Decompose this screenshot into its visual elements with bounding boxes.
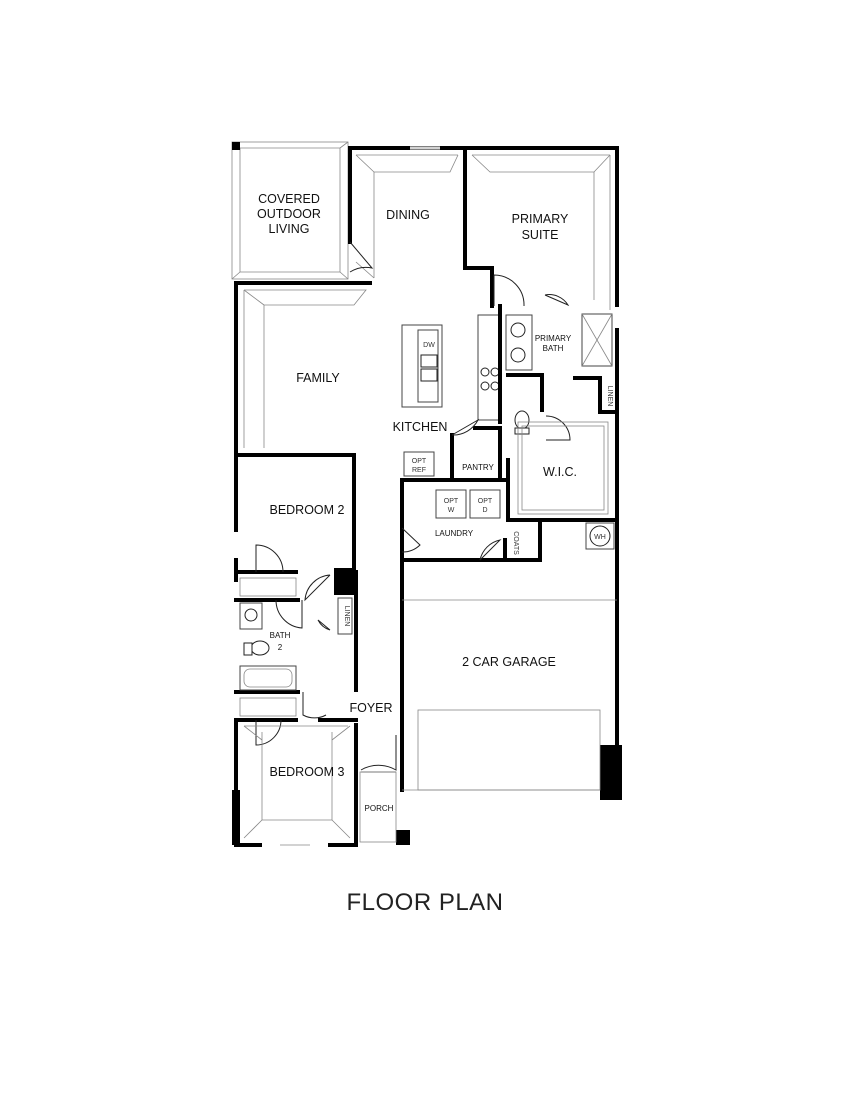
covered-outdoor-living-label-3: LIVING <box>269 222 310 236</box>
primary-suite: PRIMARY SUITE <box>471 154 611 310</box>
primary-bath-label-2: BATH <box>543 344 564 353</box>
bedroom-2-label: BEDROOM 2 <box>269 503 344 517</box>
primary-suite-label-1: PRIMARY <box>512 212 569 226</box>
bedroom-3-label: BEDROOM 3 <box>269 765 344 779</box>
bath-2-label-1: BATH <box>270 631 291 640</box>
wic-label: W.I.C. <box>543 465 577 479</box>
coats-label: COATS <box>512 531 519 555</box>
opt-ref-label-1: OPT <box>412 458 427 465</box>
water-heater: WH <box>585 522 615 550</box>
kitchen-label: KITCHEN <box>393 420 448 434</box>
garage-label: 2 CAR GARAGE <box>462 655 556 669</box>
dining-label: DINING <box>386 208 430 222</box>
dining-room: DINING <box>349 146 459 279</box>
opt-d-label-1: OPT <box>478 498 493 505</box>
laundry-label: LAUNDRY <box>435 529 474 538</box>
bedroom-3: BEDROOM 3 <box>234 697 358 847</box>
primary-suite-label-2: SUITE <box>522 228 559 242</box>
foyer-label: FOYER <box>349 701 392 715</box>
covered-outdoor-living-label-2: OUTDOOR <box>257 207 321 221</box>
linen-hall-label: LINEN <box>343 606 350 627</box>
bath-2-label-2: 2 <box>278 643 283 652</box>
garage: 2 CAR GARAGE <box>402 599 617 791</box>
covered-outdoor-living-area: COVERED OUTDOOR LIVING <box>231 141 349 280</box>
pantry-label: PANTRY <box>462 463 494 472</box>
porch-label: PORCH <box>365 804 394 813</box>
pantry-area: OPT REF PANTRY <box>403 418 502 480</box>
laundry-room: OPT W OPT D LAUNDRY COATS <box>401 489 519 561</box>
linen-primary-label: LINEN <box>606 386 613 407</box>
kitchen: DW KITCHEN <box>393 304 502 434</box>
bath-2: BATH 2 LINEN <box>234 574 353 719</box>
primary-bath-label-1: PRIMARY <box>535 334 572 343</box>
opt-ref-label-2: REF <box>412 467 426 474</box>
opt-w-label-2: W <box>448 507 455 514</box>
family-room: FAMILY <box>243 289 367 448</box>
opt-d-label-2: D <box>482 507 487 514</box>
bedroom-2: BEDROOM 2 <box>234 503 345 597</box>
walk-in-closet: W.I.C. <box>517 421 609 515</box>
floor-plan-title: FLOOR PLAN <box>346 889 503 916</box>
opt-w-label-1: OPT <box>444 498 459 505</box>
family-label: FAMILY <box>296 371 340 385</box>
dw-label: DW <box>423 342 435 349</box>
wh-label: WH <box>594 534 606 541</box>
foyer-porch: FOYER PORCH <box>349 701 397 843</box>
covered-outdoor-living-label-1: COVERED <box>258 192 320 206</box>
primary-bath: PRIMARY BATH LINEN <box>505 294 619 441</box>
exterior-walls <box>232 146 622 847</box>
